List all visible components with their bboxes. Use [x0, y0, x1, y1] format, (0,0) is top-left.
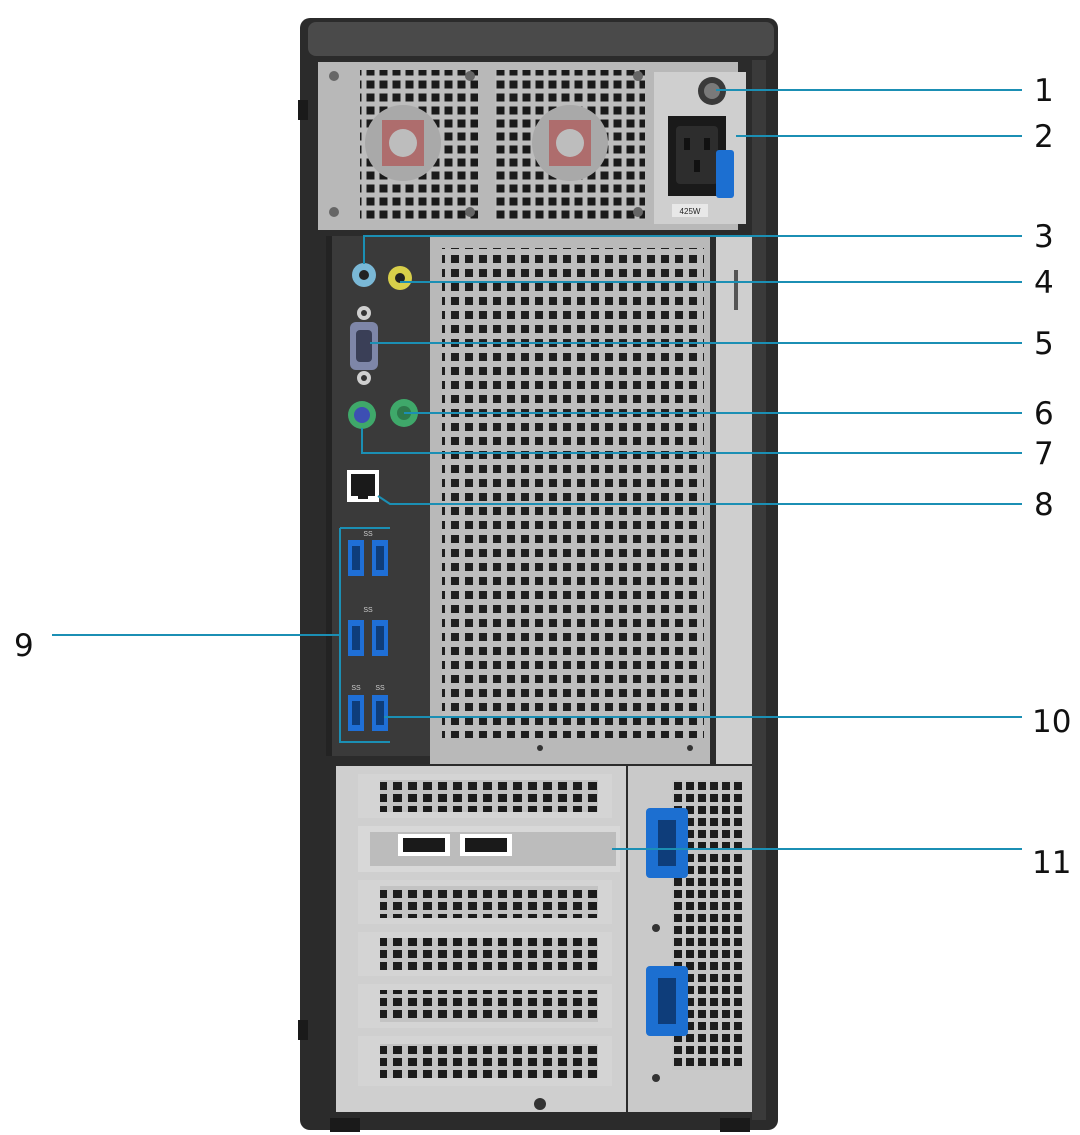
expansion-slots [336, 766, 752, 1112]
expansion-slot-cover [358, 880, 612, 924]
callout-numbers: 1 2 3 4 5 6 7 8 9 10 11 [14, 73, 1071, 881]
leader-line-7 [361, 428, 1022, 454]
expansion-slot-cover [358, 932, 612, 976]
callout-number: 11 [1032, 845, 1071, 881]
expansion-slot-cover [358, 774, 612, 818]
usb-label: SS [375, 685, 385, 692]
expansion-slot-cover [358, 1036, 612, 1086]
usb-port-group-bottom: SS SS [348, 685, 388, 731]
expansion-latch-icon[interactable] [646, 966, 688, 1036]
callout-number: 7 [1034, 436, 1054, 472]
io-panel: SS SS SS SS [326, 236, 430, 756]
callout-number: 5 [1034, 326, 1054, 362]
callout-number: 10 [1032, 704, 1071, 740]
callout-number: 6 [1034, 396, 1054, 432]
power-button-icon[interactable] [698, 77, 726, 105]
main-vent-grille [430, 236, 752, 764]
usb-label: SS [351, 685, 361, 692]
displayport-icon[interactable] [460, 834, 512, 856]
psu-release-tab[interactable] [716, 150, 734, 198]
psu-fan-hub-left [365, 105, 441, 181]
callout-number: 3 [1034, 219, 1054, 255]
psu-fan-hub-right [532, 105, 608, 181]
usb-port-group-top: SS [348, 531, 388, 576]
callout-number: 9 [14, 628, 34, 664]
expansion-slot-cover [358, 984, 612, 1028]
psu-rating-label: 425W [680, 207, 701, 216]
callout-leaders [52, 89, 1022, 850]
ps2-mouse-port-icon[interactable] [348, 401, 376, 429]
callout-number: 8 [1034, 487, 1054, 523]
serial-port-icon[interactable] [350, 306, 378, 385]
line-out-port-icon[interactable] [388, 266, 412, 290]
usb-label: SS [363, 531, 373, 538]
line-in-port-icon[interactable] [352, 263, 376, 287]
usb-group-bracket [339, 528, 390, 743]
network-port-icon[interactable] [347, 470, 379, 502]
callout-number: 4 [1034, 265, 1054, 301]
usb-port-group-mid: SS [348, 607, 388, 656]
callout-number: 1 [1034, 73, 1054, 109]
expansion-latch-icon[interactable] [646, 808, 688, 878]
displayport-icon[interactable] [398, 834, 450, 856]
leader-line-8 [377, 495, 1022, 505]
graphics-card-bracket [358, 826, 620, 872]
leader-line-3 [363, 235, 1022, 264]
power-supply: 425W [318, 62, 746, 230]
usb-label: SS [363, 607, 373, 614]
callout-number: 2 [1034, 119, 1054, 155]
